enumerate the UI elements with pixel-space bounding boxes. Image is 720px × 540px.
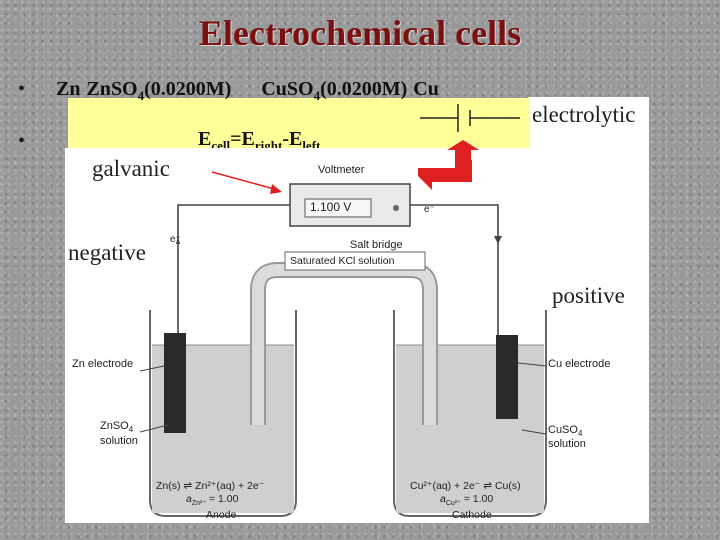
pointer-arrow-icon [211,171,282,194]
ecell-part: -E [282,128,303,150]
notation-part: Zn [86,78,111,100]
red-bent-arrow-icon [418,140,479,190]
highlight-band [68,98,530,148]
negative-label: negative [68,240,146,265]
bullet-1: • [18,78,26,100]
side-panel [530,97,649,152]
anode-label: Anode [206,509,237,521]
zn-electrode-label: Zn electrode [72,358,134,370]
right-beaker [393,310,547,517]
notation-part: (0.0200M) [144,78,232,100]
salt-bridge-label: Salt bridge [350,239,403,251]
cathode-label: Cathode [452,509,492,521]
notation-part: (0.0200M) [320,78,408,100]
notation-part: SO [110,78,138,100]
positive-label: positive [552,283,625,308]
anode-activity-sub: Zn²⁺ [191,500,207,508]
notation-part: Cu [261,78,287,100]
cu-electrode [496,335,518,419]
voltmeter-label: Voltmeter [318,164,365,176]
cuso4-sub: 4 [577,429,583,439]
slide-title: Electrochemical cells [198,13,522,53]
znso4-solution: solution [100,435,138,447]
anode-equation: Zn(s) ⇌ Zn²⁺(aq) + 2e⁻ [156,480,265,492]
notation-sub: 4 [137,88,145,103]
anode-activity-symbol: a [186,493,192,505]
notation-part: Cu [413,78,439,100]
znso4-text: ZnSO [100,420,129,432]
cuso4-text: CuSO [548,424,578,436]
cuso4-label: CuSO4 [548,424,582,438]
external-wire [177,204,499,290]
znso4-sub: 4 [128,425,134,435]
cathode-activity-value: = 1.00 [460,493,494,505]
cu-electrode-label: Cu electrode [548,358,611,370]
anode-activity-value: = 1.00 [206,493,239,505]
battery-symbol-icon [420,104,520,132]
bullet-2: • [18,130,26,152]
galvanic-label: galvanic [92,156,170,181]
electron-right: e⁻ [424,204,435,215]
cathode-activity: aCu²⁺ = 1.00 [440,493,493,507]
cathode-activity-symbol: a [440,493,446,505]
ecell-part: E [198,128,212,150]
cathode-equation: Cu²⁺(aq) + 2e⁻ ⇌ Cu(s) [410,480,521,492]
voltmeter [289,183,411,227]
notation-part: SO [286,78,314,100]
kcl-box [284,251,426,271]
znso4-label: ZnSO4 [100,420,133,434]
cathode-activity-sub: Cu²⁺ [445,500,461,508]
anode-activity: aZn²⁺ = 1.00 [186,493,238,507]
kcl-label: Saturated KCl solution [290,255,395,267]
zn-electrode [164,333,186,433]
voltmeter-reading: 1.100 V [310,200,352,214]
notation-part: Zn [56,78,81,100]
notation-sub: 4 [313,88,321,103]
electrolytic-label: electrolytic [532,102,636,127]
cuso4-solution: solution [548,438,586,450]
ecell-part: =E [230,128,255,150]
electron-left: e⁻ [170,234,181,245]
